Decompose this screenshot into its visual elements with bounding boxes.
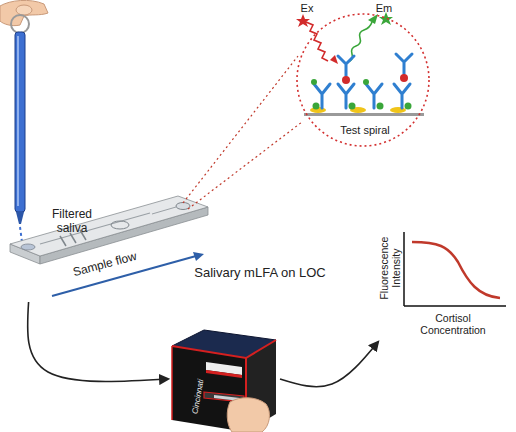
chip-node: Sample flow xyxy=(8,192,214,302)
reader-node: Cincinnati xyxy=(168,326,280,432)
label-dot xyxy=(313,103,320,110)
label-dot xyxy=(377,103,384,110)
node-text: Cortisol Concentration xyxy=(403,312,503,336)
flow-arrow-head xyxy=(193,252,204,261)
reader-illustration xyxy=(172,330,276,432)
chart-node: Fluorescence IntensityCortisol Concentra… xyxy=(378,226,512,348)
flow-connector xyxy=(28,302,168,382)
zoom-circle-outline xyxy=(297,14,429,146)
node-text: Em xyxy=(371,2,397,15)
response-chart xyxy=(404,232,506,306)
figure-label: Filtered saliva xyxy=(46,208,98,236)
cortisol-dot xyxy=(400,74,408,82)
excitation-star xyxy=(296,14,310,27)
chip-top xyxy=(10,196,208,256)
finger-shape xyxy=(16,5,32,15)
figure-label: Salivary mLFA on LOC xyxy=(188,266,332,281)
antibody-symbol xyxy=(338,56,354,76)
flow-channel xyxy=(152,207,176,214)
saliva-drops xyxy=(20,227,22,242)
hand-shape xyxy=(227,398,269,432)
antibody-symbol xyxy=(396,54,412,74)
reader-edge xyxy=(171,346,173,420)
node-text: Test spiral xyxy=(333,124,397,137)
zoom-leader-line xyxy=(188,122,302,209)
cortisol-dot xyxy=(342,76,350,84)
antibody-group xyxy=(314,54,412,108)
label-dot xyxy=(405,103,412,110)
zoom-circle: ExEmTest spiral xyxy=(295,12,431,148)
node-text: Sample flow xyxy=(50,244,160,286)
x-axis xyxy=(404,305,506,307)
y-axis xyxy=(403,232,405,306)
dropper-illustration xyxy=(15,32,25,242)
flow-connector xyxy=(280,342,378,387)
dropper-body xyxy=(15,32,25,212)
chip-illustration xyxy=(10,196,208,264)
reader-sticker-band xyxy=(206,370,242,378)
reader-edge xyxy=(172,340,276,358)
excitation-ray xyxy=(306,22,328,61)
hand-illustration xyxy=(0,0,48,25)
key-ring xyxy=(11,15,29,33)
protein-spot xyxy=(390,107,406,113)
emission-ray xyxy=(348,22,372,62)
hand-shape xyxy=(0,0,48,25)
assay-illustration xyxy=(296,12,424,116)
reservoir xyxy=(111,221,129,229)
response-curve xyxy=(412,242,500,298)
label-dot xyxy=(349,103,356,110)
label-dot xyxy=(363,79,369,85)
channel-bar xyxy=(60,236,66,246)
dropper-highlight xyxy=(17,36,19,206)
label-dot xyxy=(311,79,317,85)
node-text: Fluorescence Intensity xyxy=(378,228,402,308)
inlet-well xyxy=(21,244,35,250)
zoom-leader-line xyxy=(183,56,298,203)
node-text: Ex xyxy=(295,2,319,15)
membrane-line xyxy=(304,113,424,116)
node-text: Cincinnati xyxy=(188,366,207,427)
dropper-tip xyxy=(16,212,24,224)
